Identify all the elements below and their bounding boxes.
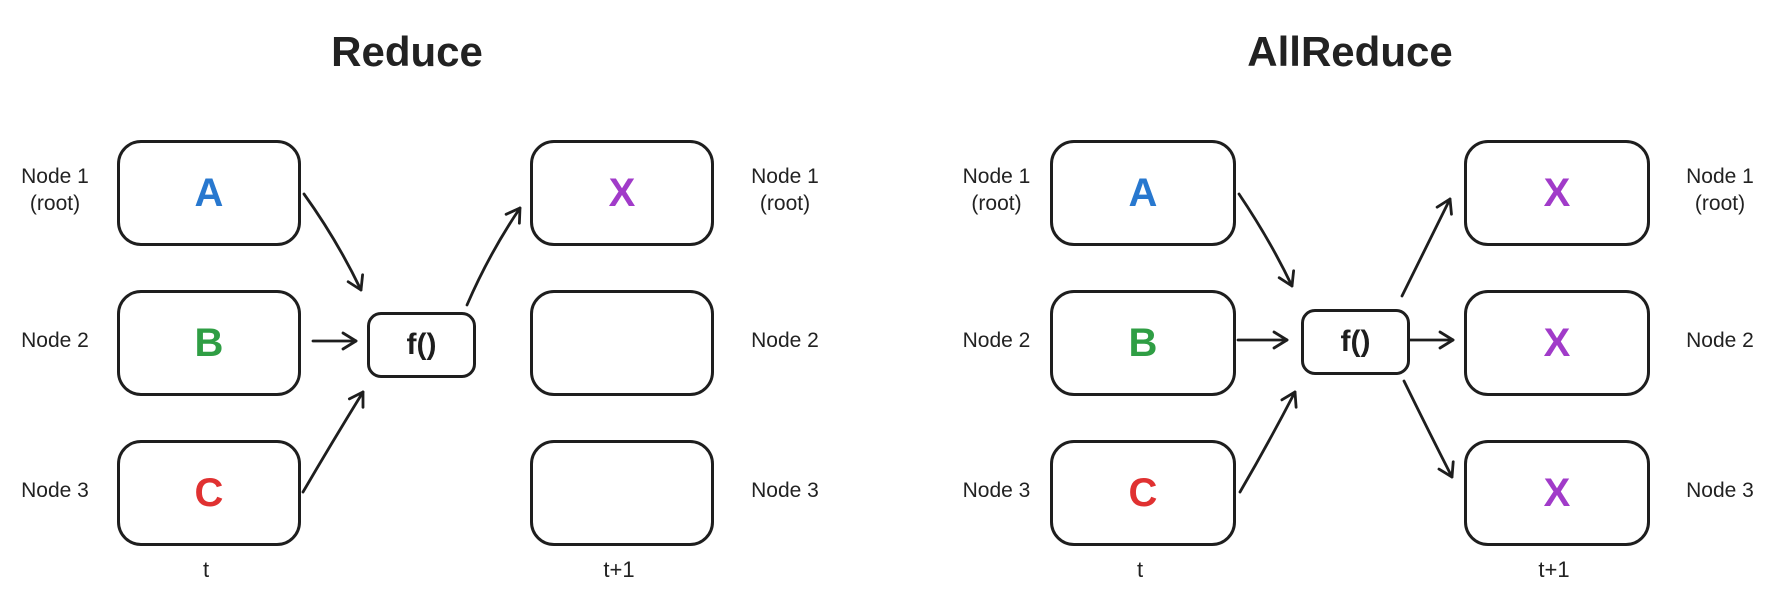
allreduce-left-label-node3: Node 3 xyxy=(939,440,1054,540)
reduce-time-t1-label: t+1 xyxy=(603,557,635,582)
node-value: A xyxy=(1128,171,1158,215)
node-value: X xyxy=(1543,171,1571,215)
reduce-node1-box-t1: X xyxy=(530,140,714,246)
reduce-arrow-f-to-x1 xyxy=(465,206,522,307)
reduce-left-label-node1: Node 1 (root) xyxy=(0,140,110,240)
node-label-line: Node 2 xyxy=(962,328,1031,352)
allreduce-arrow-f-to-x3 xyxy=(1402,379,1455,479)
allreduce-right-label-node2: Node 2 xyxy=(1664,290,1768,390)
reduce-title: Reduce xyxy=(331,28,483,75)
node-label-subline: (root) xyxy=(29,192,81,215)
node-label-line: Node 3 xyxy=(751,478,819,502)
reduce-node2-box-t: B xyxy=(117,290,301,396)
node-label-line: Node 3 xyxy=(1686,478,1754,502)
node-value: X xyxy=(608,171,636,215)
allreduce-title: AllReduce xyxy=(1247,28,1453,75)
node-label-line: Node 2 xyxy=(21,328,89,352)
allreduce-arrow-a-to-f xyxy=(1237,192,1296,288)
node-label-line: Node 1 xyxy=(751,165,819,188)
node-value: A xyxy=(194,171,224,215)
reduce-panel: Reduce Node 1 (root) Node 2 Node 3 A B C… xyxy=(0,28,850,582)
allreduce-node2-box-t: B xyxy=(1050,290,1236,396)
allreduce-panel: AllReduce Node 1 (root) Node 2 Node 3 A … xyxy=(884,0,1768,616)
reduce-arrow-c-to-f xyxy=(301,390,365,494)
allreduce-left-label-node1: Node 1 (root) xyxy=(939,140,1054,240)
reduce-right-label-node2: Node 2 xyxy=(720,290,850,390)
allreduce-right-label-node1: Node 1 (root) xyxy=(1664,140,1768,240)
node-label-line: Node 2 xyxy=(751,328,819,352)
reduce-arrow-a-to-f xyxy=(302,192,364,292)
allreduce-arrow-c-to-f xyxy=(1238,390,1298,494)
reduce-left-label-node2: Node 2 xyxy=(0,290,110,390)
node-label-subline: (root) xyxy=(1694,192,1746,215)
node-label-subline: (root) xyxy=(971,192,1022,215)
allreduce-node1-box-t1: X xyxy=(1464,140,1650,246)
reduce-function-box: f() xyxy=(367,312,476,378)
node-label-line: Node 1 xyxy=(21,165,89,188)
allreduce-node2-box-t1: X xyxy=(1464,290,1650,396)
node-value: C xyxy=(194,471,224,515)
allreduce-function-box: f() xyxy=(1301,309,1410,375)
allreduce-right-label-node3: Node 3 xyxy=(1664,440,1768,540)
node-value: X xyxy=(1543,321,1571,365)
node-label-line: Node 3 xyxy=(962,478,1031,502)
allreduce-node1-box-t: A xyxy=(1050,140,1236,246)
node-value: B xyxy=(1128,321,1158,365)
reduce-left-label-node3: Node 3 xyxy=(0,440,110,540)
node-label-line: Node 2 xyxy=(1686,328,1754,352)
function-label: f() xyxy=(1340,325,1371,358)
allreduce-left-label-node2: Node 2 xyxy=(939,290,1054,390)
reduce-time-t-label: t xyxy=(202,557,210,582)
node-value: C xyxy=(1128,471,1158,515)
allreduce-arrow-f-to-x1 xyxy=(1400,197,1453,298)
allreduce-time-t1-label: t+1 xyxy=(1538,557,1570,582)
reduce-right-label-node3: Node 3 xyxy=(720,440,850,540)
reduce-node2-box-t1 xyxy=(530,290,714,396)
allreduce-node3-box-t1: X xyxy=(1464,440,1650,546)
reduce-node3-box-t1 xyxy=(530,440,714,546)
node-value: B xyxy=(194,321,224,365)
node-value: X xyxy=(1543,471,1571,515)
node-label-line: Node 3 xyxy=(21,478,89,502)
allreduce-time-t-label: t xyxy=(1136,557,1144,582)
reduce-node3-box-t: C xyxy=(117,440,301,546)
node-label-line: Node 1 xyxy=(962,165,1031,188)
node-label-subline: (root) xyxy=(759,192,811,215)
reduce-right-label-node1: Node 1 (root) xyxy=(720,140,850,240)
node-label-line: Node 1 xyxy=(1686,165,1754,188)
reduce-node1-box-t: A xyxy=(117,140,301,246)
function-label: f() xyxy=(406,328,437,361)
allreduce-node3-box-t: C xyxy=(1050,440,1236,546)
